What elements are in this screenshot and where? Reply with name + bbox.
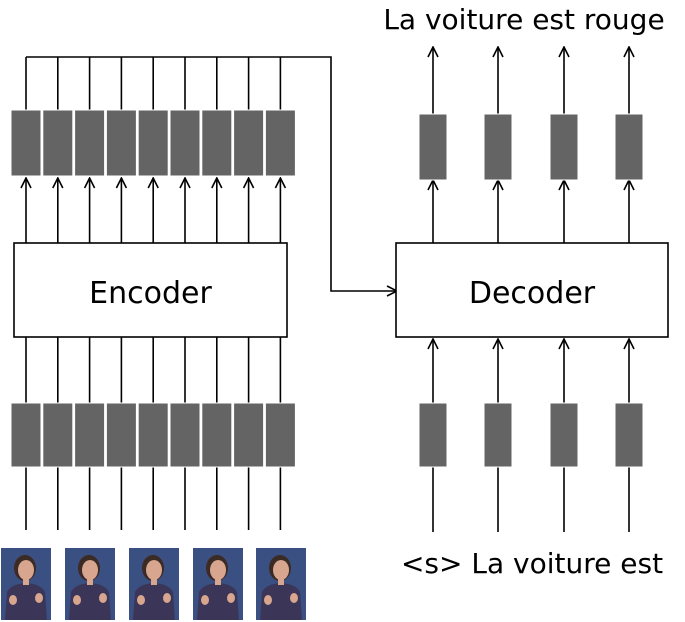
encoder-input-block (105, 402, 137, 468)
encoder-to-decoder-arrow (26, 56, 397, 291)
encoder-output-block (42, 109, 74, 177)
encoder-input-block (74, 402, 106, 468)
encoder-output-block (169, 109, 201, 177)
decoder-input-block (614, 402, 644, 468)
encoder-output-block (74, 109, 106, 177)
decoder-box (395, 242, 669, 338)
encoder-input-block (264, 402, 296, 468)
sign-language-frame-icon (193, 548, 243, 620)
decoder-output-block (483, 113, 513, 181)
encoder-input-block (233, 402, 265, 468)
decoder-input-block (483, 402, 513, 468)
sign-language-frame-icon (1, 548, 51, 620)
encoder-output-block (233, 109, 265, 177)
sign-language-frame-icon (129, 548, 179, 620)
encoder-label: Encoder (89, 276, 212, 311)
encoder-input-block (137, 402, 169, 468)
sign-language-frame-icon (65, 548, 115, 620)
decoder-output-block (549, 113, 579, 181)
encoder-output-block (264, 109, 296, 177)
decoder-output-block (418, 113, 448, 181)
decoder-input-block (418, 402, 448, 468)
encoder-input-block (201, 402, 233, 468)
decoder-label: Decoder (469, 276, 596, 311)
encoder-output-block (201, 109, 233, 177)
decoder-input-block (549, 402, 579, 468)
encoder-box (13, 242, 288, 338)
decoder-output-block (614, 113, 644, 181)
encoder-output-block (105, 109, 137, 177)
encoder-output-block (10, 109, 42, 177)
encoder-input-block (10, 402, 42, 468)
hidden-state-blocks (10, 109, 644, 468)
input-sentence: <s> La voiture est (401, 547, 663, 580)
encoder-input-block (42, 402, 74, 468)
output-sentence: La voiture est rouge (383, 3, 664, 36)
sign-language-frame-icon (256, 548, 306, 620)
encoder-output-block (137, 109, 169, 177)
encoder-input-block (169, 402, 201, 468)
